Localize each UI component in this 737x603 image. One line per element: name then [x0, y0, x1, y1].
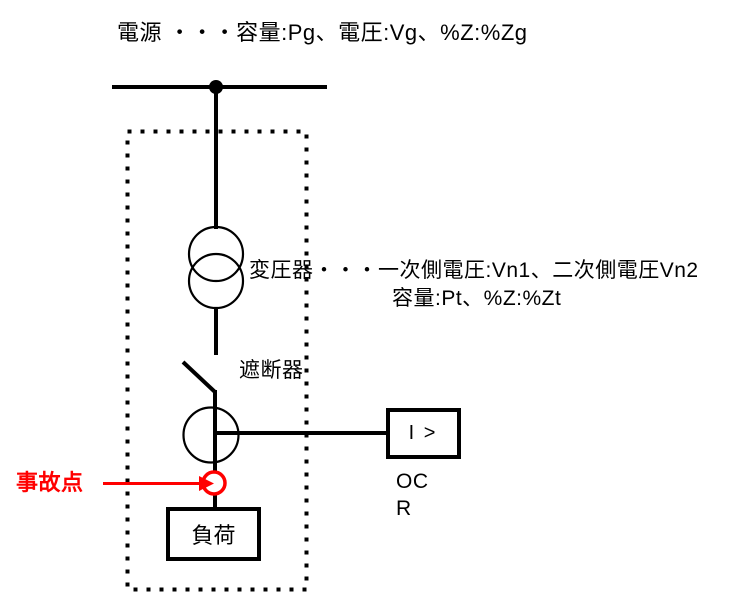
relay-type-label-oc: OC [396, 470, 429, 493]
transformer-label-line1: 変圧器・・・一次側電圧:Vn1、二次側電圧Vn2 [249, 259, 699, 282]
breaker-label: 遮断器 [239, 359, 304, 382]
relay-box [386, 408, 461, 459]
load-box [166, 507, 261, 561]
transformer-primary-coil [187, 225, 245, 283]
relay-element-symbol: I > [408, 422, 438, 444]
fault-arrow-head [199, 476, 214, 491]
breaker-blade [181, 360, 217, 394]
relay-type-label-r: R [396, 497, 412, 520]
transformer-label-line2: 容量:Pt、%Z:%Zt [392, 287, 562, 310]
load-label: 負荷 [191, 523, 236, 548]
fault-point-label: 事故点 [16, 470, 84, 495]
source-label: 電源 ・・・容量:Pg、電圧:Vg、%Z:%Zg [117, 20, 528, 45]
